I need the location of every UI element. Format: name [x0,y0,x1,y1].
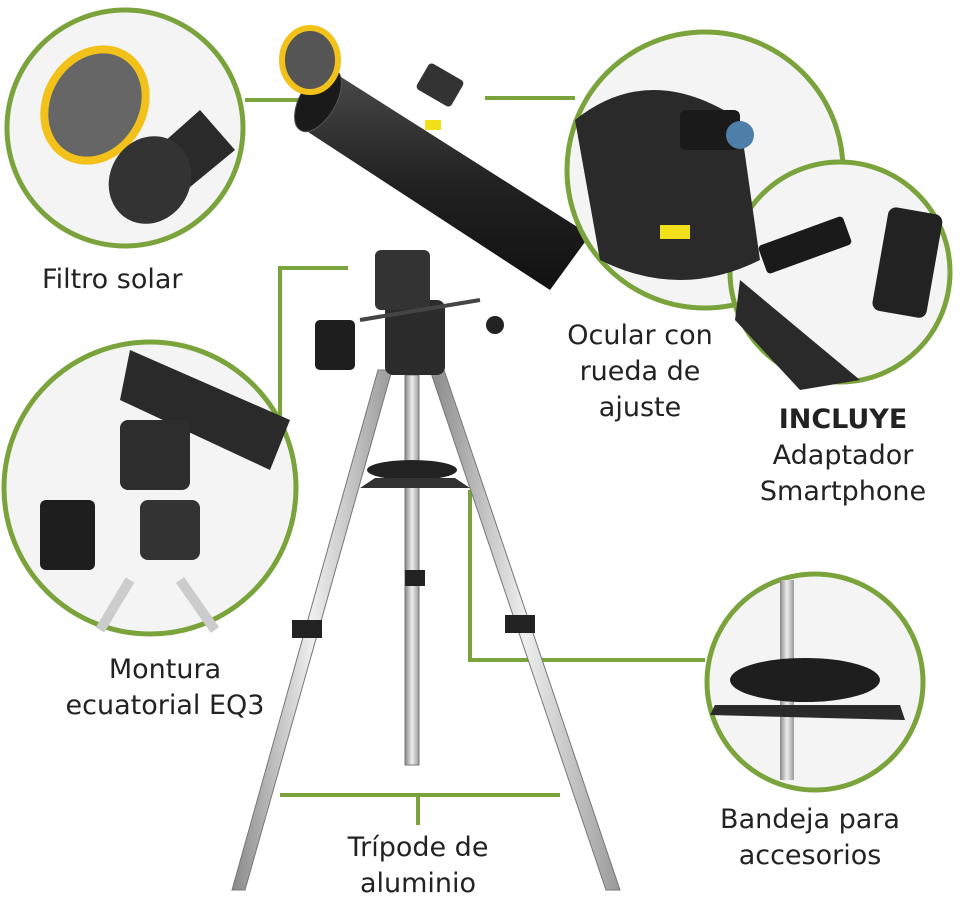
equatorial-mount [315,250,504,375]
label-includes-line: Smartphone [759,476,927,507]
detail-mount-content [40,350,290,633]
solar-filter [279,25,341,95]
detail-smartphone-content [735,207,943,390]
label-tray: Bandeja para accesorios [710,802,910,874]
label-includes-title: INCLUYE [778,404,908,435]
label-mount-line: Montura [108,654,222,685]
telescope-tube [279,25,590,290]
label-tripod: Trípode de aluminio [328,830,508,902]
detail-tray-content [710,580,905,780]
label-tripod-line: aluminio [359,868,477,899]
detail-solar-filter-content [40,45,235,224]
label-includes: INCLUYE Adaptador Smartphone [748,402,938,510]
label-eyepiece: Ocular con rueda de ajuste [560,318,720,426]
label-eyepiece-line: ajuste [598,392,682,423]
label-tripod-line: Trípode de [347,832,489,863]
label-tray-line: accesorios [738,840,882,871]
label-includes-line: Adaptador [772,440,914,471]
connector-lines [245,96,705,825]
label-mount: Montura ecuatorial EQ3 [60,652,270,724]
label-eyepiece-line: Ocular con [567,320,713,351]
detail-eyepiece-content [575,90,760,280]
label-mount-line: ecuatorial EQ3 [65,690,265,721]
label-tray-line: Bandeja para [720,804,900,835]
label-eyepiece-line: rueda de [579,356,701,387]
label-solar-filter: Filtro solar [42,264,183,295]
